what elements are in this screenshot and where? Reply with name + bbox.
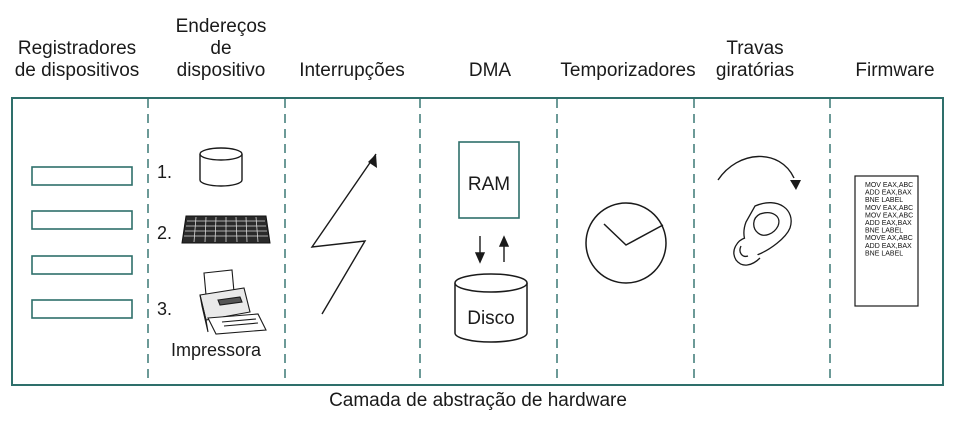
header-registers: Registradores de dispositivos bbox=[14, 38, 140, 81]
interrupt-arrow-icon bbox=[310, 153, 377, 315]
header-firmware: Firmware bbox=[855, 60, 935, 81]
code-line: ADD EAX,BAX bbox=[865, 243, 912, 250]
firmware-page bbox=[854, 175, 919, 307]
register-box bbox=[31, 210, 133, 230]
code-line: BNE LABEL bbox=[865, 197, 903, 204]
code-line: MOV EAX,ABC bbox=[865, 212, 913, 219]
code-line: MOV EAX,ABC bbox=[865, 182, 913, 189]
hal-caption: Camada de abstração de hardware bbox=[329, 390, 627, 411]
header-spinlocks: Travas giratórias bbox=[715, 38, 795, 81]
header-timers: Temporizadores bbox=[560, 60, 696, 81]
clock-icon bbox=[585, 202, 667, 284]
spinlock-icon bbox=[733, 202, 792, 266]
code-line: ADD EAX,BAX bbox=[865, 190, 912, 197]
printer-icon bbox=[199, 269, 267, 335]
ram-box bbox=[458, 141, 520, 219]
address-item-1: 1. bbox=[157, 162, 173, 182]
code-line: MOV EAX,ABC bbox=[865, 205, 913, 212]
register-box bbox=[31, 166, 133, 186]
printer-label: Impressora bbox=[171, 340, 262, 360]
firmware-code: MOV EAX,ABC ADD EAX,BAX BNE LABEL MOV EA… bbox=[865, 182, 913, 257]
keyboard-icon bbox=[181, 215, 271, 244]
hal-frame bbox=[11, 97, 944, 386]
disk-icon bbox=[454, 273, 528, 343]
header-interrupts: Interrupções bbox=[299, 60, 405, 81]
column-dividers bbox=[147, 99, 831, 384]
code-line: BNE LABEL bbox=[865, 250, 903, 257]
device-registers bbox=[31, 166, 133, 319]
register-box bbox=[31, 299, 133, 319]
code-line: BNE LABEL bbox=[865, 228, 903, 235]
header-dma: DMA bbox=[468, 60, 512, 81]
disk-small-icon bbox=[199, 147, 243, 187]
ram-label: RAM bbox=[467, 174, 511, 195]
spin-arrow-icon bbox=[717, 155, 801, 190]
register-box bbox=[31, 255, 133, 275]
disk-label: Disco bbox=[467, 308, 515, 329]
code-line: ADD EAX,BAX bbox=[865, 220, 912, 227]
code-line: MOVE AX,ABC bbox=[865, 235, 913, 242]
header-device-addresses: Endereços de dispositivo bbox=[175, 16, 267, 81]
address-item-3: 3. bbox=[157, 299, 173, 319]
address-item-2: 2. bbox=[157, 223, 173, 243]
dma-transfer-arrows bbox=[474, 235, 510, 264]
